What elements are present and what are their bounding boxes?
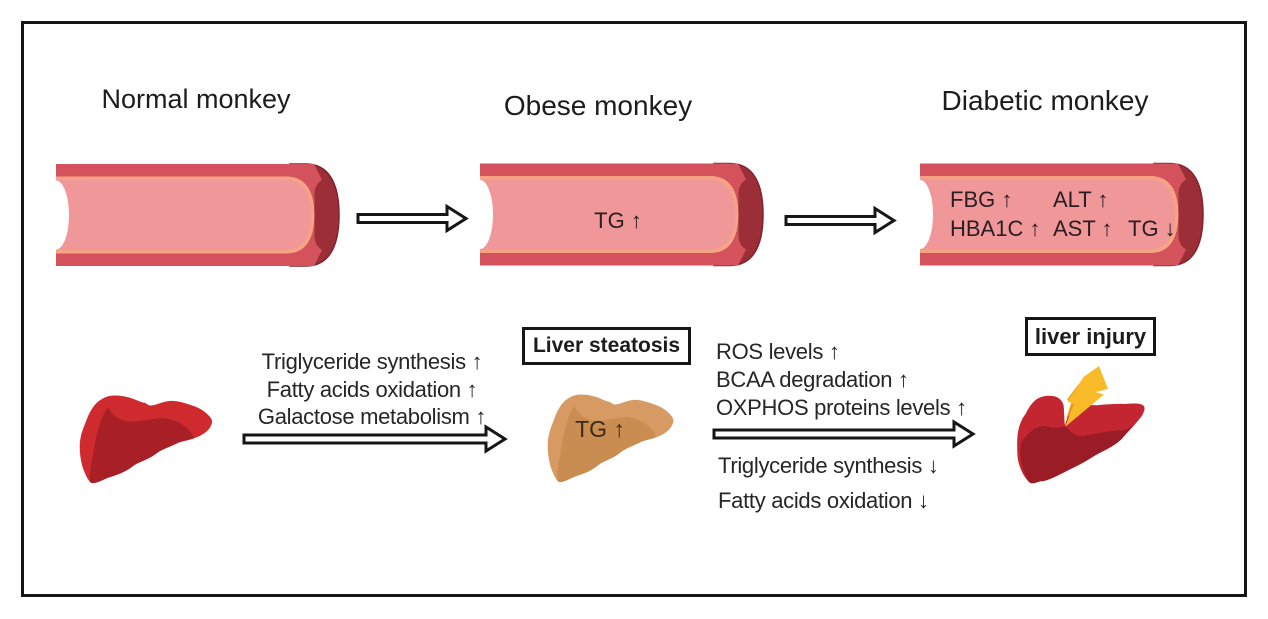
steatotic-liver-marker: TG ↑ bbox=[575, 416, 625, 442]
stage-label-obese: Obese monkey bbox=[503, 90, 693, 121]
annotation-normal-to-steatosis: Triglyceride synthesis ↑ Fatty acids oxi… bbox=[258, 348, 486, 431]
stage-label-normal: Normal monkey bbox=[101, 84, 291, 114]
diabetic-marker-hba1c: HBA1C ↑ bbox=[950, 216, 1041, 241]
stage-label-diabetic: Diabetic monkey bbox=[941, 85, 1149, 116]
boxed-label-text: Liver steatosis bbox=[532, 334, 681, 357]
annotation-line: Triglyceride synthesis ↓ bbox=[718, 453, 939, 478]
arrow-steatosis-to-injury bbox=[712, 419, 976, 449]
annotation-line: ROS levels ↑ bbox=[716, 339, 840, 364]
vessel-normal bbox=[42, 163, 340, 267]
boxed-label-liver-injury: liver injury bbox=[1025, 317, 1156, 356]
diabetic-marker-fbg: FBG ↑ bbox=[950, 187, 1013, 212]
arrow-obese-to-diabetic bbox=[784, 205, 897, 236]
annotation-steatosis-to-injury-below: Triglyceride synthesis ↓ Fatty acids oxi… bbox=[718, 448, 939, 518]
figure-border bbox=[21, 21, 1247, 597]
diabetic-marker-ast: AST ↑ bbox=[1053, 216, 1113, 241]
annotation-steatosis-to-injury-above: ROS levels ↑ BCAA degradation ↑ OXPHOS p… bbox=[716, 338, 967, 422]
annotation-line: Galactose metabolism ↑ bbox=[257, 404, 487, 429]
diabetic-marker-tg: TG ↓ bbox=[1128, 216, 1176, 241]
arrow-normal-to-obese bbox=[356, 203, 469, 234]
vessel-diabetic bbox=[906, 162, 1204, 267]
annotation-line: OXPHOS proteins levels ↑ bbox=[716, 395, 967, 420]
arrow-liver-normal-to-steatosis bbox=[242, 424, 508, 454]
obese-vessel-marker: TG ↑ bbox=[594, 208, 642, 233]
annotation-line: Fatty acids oxidation ↓ bbox=[718, 488, 929, 513]
liver-normal bbox=[79, 395, 213, 484]
annotation-line: BCAA degradation ↑ bbox=[716, 367, 909, 392]
lightning-bolt-icon bbox=[1065, 366, 1108, 427]
boxed-label-liver-steatosis: Liver steatosis bbox=[522, 327, 691, 365]
annotation-line: Triglyceride synthesis ↑ bbox=[261, 349, 483, 374]
diabetic-marker-alt: ALT ↑ bbox=[1053, 187, 1109, 212]
annotation-line: Fatty acids oxidation ↑ bbox=[266, 376, 478, 402]
boxed-label-text: liver injury bbox=[1034, 323, 1147, 349]
